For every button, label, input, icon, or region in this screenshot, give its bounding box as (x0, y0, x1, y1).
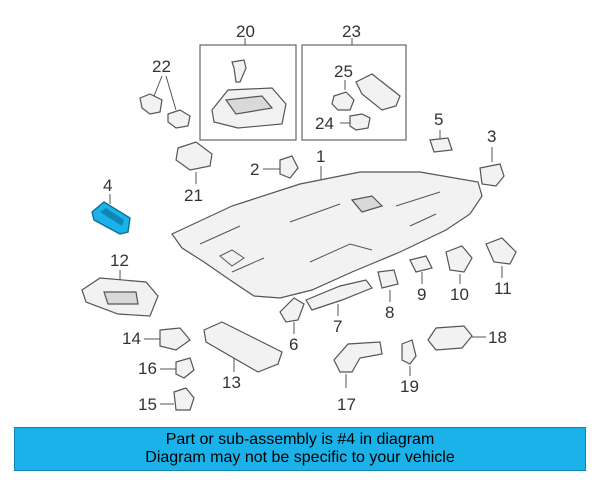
label-12: 12 (110, 251, 129, 270)
label-24: 24 (315, 114, 334, 133)
label-21: 21 (184, 186, 203, 205)
label-1: 1 (316, 147, 325, 166)
part-15-bracket[interactable] (173, 387, 195, 411)
part-1-headliner[interactable] (171, 171, 483, 299)
label-25: 25 (334, 62, 353, 81)
label-16: 16 (138, 359, 157, 378)
part-7-handle[interactable] (305, 279, 373, 311)
part-24-bulb[interactable] (349, 113, 371, 131)
part-23-lamp-cover[interactable] (355, 73, 401, 111)
group-box-23 (301, 44, 407, 141)
part-6-clip[interactable] (279, 297, 305, 323)
label-5: 5 (434, 110, 443, 129)
label-23: 23 (342, 22, 361, 41)
part-22-socket-b[interactable] (167, 109, 191, 129)
part-11-bracket[interactable] (485, 237, 517, 265)
part-8-cover[interactable] (377, 269, 399, 289)
part-9-clip[interactable] (409, 255, 433, 273)
part-16-clip[interactable] (175, 357, 195, 379)
part-10-cover[interactable] (445, 245, 473, 273)
group-box-20 (199, 44, 297, 141)
label-8: 8 (385, 303, 394, 322)
part-19-clip[interactable] (401, 339, 417, 365)
label-10: 10 (450, 285, 469, 304)
label-11: 11 (494, 279, 512, 298)
part-14-panel[interactable] (159, 327, 191, 351)
label-7: 7 (333, 317, 342, 336)
banner-line-2: Diagram may not be specific to your vehi… (145, 449, 455, 466)
part-18-handle[interactable] (427, 325, 473, 351)
label-4: 4 (103, 176, 112, 195)
part-13-mat[interactable] (203, 321, 283, 373)
info-banner: Part or sub-assembly is #4 in diagram Di… (14, 427, 586, 471)
parts-diagram: 20 23 25 24 22 21 2 1 5 3 4 12 (81, 22, 517, 414)
part-22-socket-a[interactable] (139, 93, 163, 115)
part-25-bulb[interactable] (331, 91, 355, 111)
label-18: 18 (488, 328, 507, 347)
label-17: 17 (337, 395, 356, 414)
part-5-pad[interactable] (429, 137, 453, 153)
label-2: 2 (250, 160, 259, 179)
part-17-handle-bracket[interactable] (333, 341, 383, 373)
label-15: 15 (138, 395, 157, 414)
label-14: 14 (122, 329, 141, 348)
label-20: 20 (236, 22, 255, 41)
label-3: 3 (487, 127, 496, 146)
label-19: 19 (400, 377, 419, 396)
part-21-bracket[interactable] (175, 141, 213, 171)
part-2-clip[interactable] (279, 155, 299, 179)
label-22: 22 (152, 57, 171, 76)
label-13: 13 (222, 373, 241, 392)
part-3-hook[interactable] (479, 163, 505, 187)
label-9: 9 (417, 285, 426, 304)
banner-line-1: Part or sub-assembly is #4 in diagram (165, 431, 435, 448)
label-6: 6 (289, 335, 298, 354)
